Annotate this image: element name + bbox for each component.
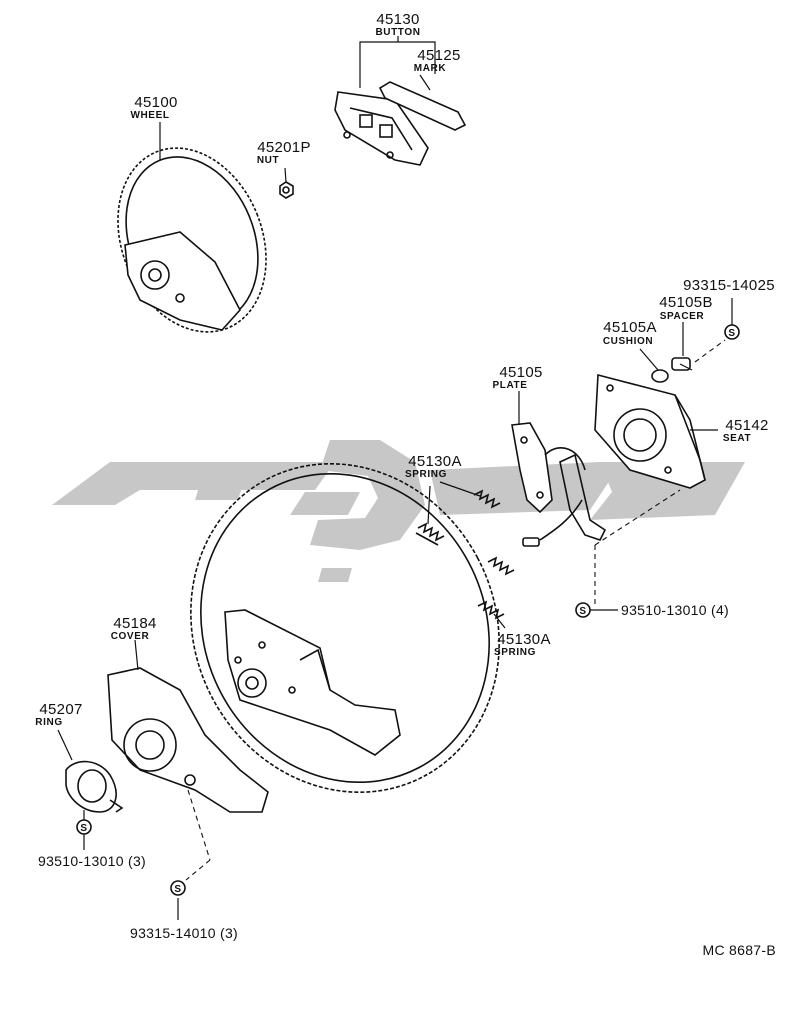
svg-text:45130A: 45130A xyxy=(408,453,462,470)
svg-text:WHEEL: WHEEL xyxy=(130,110,169,121)
label-cover-bolts: 93315-14010 (3) xyxy=(130,925,238,941)
label-spring-upper: 45130A SPRING xyxy=(405,453,462,480)
svg-text:45130A: 45130A xyxy=(497,631,551,648)
spring-upper-left xyxy=(415,522,445,546)
svg-text:45125: 45125 xyxy=(417,47,460,64)
plate xyxy=(511,422,607,547)
svg-text:45142: 45142 xyxy=(725,417,768,434)
cover xyxy=(107,667,269,813)
main-steering-wheel xyxy=(190,462,500,794)
svg-text:NUT: NUT xyxy=(257,155,279,166)
svg-text:COVER: COVER xyxy=(111,631,150,642)
label-seat-bolt: 93315-14025 xyxy=(683,277,775,294)
leader-bolt-seat xyxy=(694,339,726,363)
standard-part-symbol-plate-screw: S xyxy=(575,602,591,618)
svg-text:PLATE: PLATE xyxy=(492,380,527,391)
label-ring: 45207 RING xyxy=(35,701,82,728)
svg-text:45100: 45100 xyxy=(134,94,177,111)
brand-watermark xyxy=(52,440,745,582)
svg-text:S: S xyxy=(174,884,181,895)
nut xyxy=(279,181,294,199)
standard-part-symbol-ring-screw: S xyxy=(76,819,92,835)
label-ring-screws: 93510-13010 (3) xyxy=(38,853,146,869)
label-spacer: 45105B SPACER xyxy=(659,294,713,322)
svg-text:BUTTON: BUTTON xyxy=(375,27,420,38)
label-cover: 45184 COVER xyxy=(111,615,157,642)
svg-text:CUSHION: CUSHION xyxy=(603,336,653,347)
svg-text:45105A: 45105A xyxy=(603,319,657,336)
svg-text:MARK: MARK xyxy=(414,63,447,74)
horn-mark xyxy=(378,81,467,131)
spring-lower xyxy=(477,600,505,620)
standard-part-symbol-cover-bolt: S xyxy=(170,880,186,896)
spring-middle xyxy=(487,556,515,576)
label-button: 45130 BUTTON xyxy=(375,11,420,38)
svg-text:45105: 45105 xyxy=(499,364,542,381)
spacer xyxy=(671,357,693,371)
svg-text:S: S xyxy=(579,606,586,617)
label-cushion: 45105A CUSHION xyxy=(603,319,657,347)
label-nut: 45201P NUT xyxy=(257,139,311,166)
drawing-code: MC 8687-B xyxy=(702,942,776,958)
svg-text:SEAT: SEAT xyxy=(723,433,751,444)
svg-text:SPRING: SPRING xyxy=(494,647,536,658)
leader-lines xyxy=(57,36,733,920)
label-seat: 45142 SEAT xyxy=(723,417,768,444)
svg-text:45105B: 45105B xyxy=(659,294,713,311)
label-mark: 45125 MARK xyxy=(414,47,461,74)
svg-text:SPACER: SPACER xyxy=(660,311,705,322)
svg-text:S: S xyxy=(728,328,735,339)
svg-text:SPRING: SPRING xyxy=(405,469,447,480)
ring xyxy=(65,760,124,813)
label-spring-lower: 45130A SPRING xyxy=(494,631,551,658)
svg-text:93315-14025: 93315-14025 xyxy=(683,277,775,294)
svg-text:45201P: 45201P xyxy=(257,139,311,156)
label-plate-screws: 93510-13010 (4) xyxy=(621,602,729,618)
cushion xyxy=(651,369,669,383)
horn-button xyxy=(334,91,429,166)
label-plate: 45105 PLATE xyxy=(492,364,542,391)
spring-upper-right xyxy=(473,489,501,509)
svg-text:RING: RING xyxy=(35,717,62,728)
svg-text:45207: 45207 xyxy=(39,701,82,718)
svg-text:45130: 45130 xyxy=(376,11,419,28)
svg-text:45184: 45184 xyxy=(113,615,156,632)
label-wheel: 45100 WHEEL xyxy=(130,94,177,121)
standard-part-symbol-seat-bolt: S xyxy=(724,324,740,340)
svg-text:S: S xyxy=(80,823,87,834)
seat xyxy=(594,373,706,489)
upper-steering-wheel xyxy=(117,147,267,333)
